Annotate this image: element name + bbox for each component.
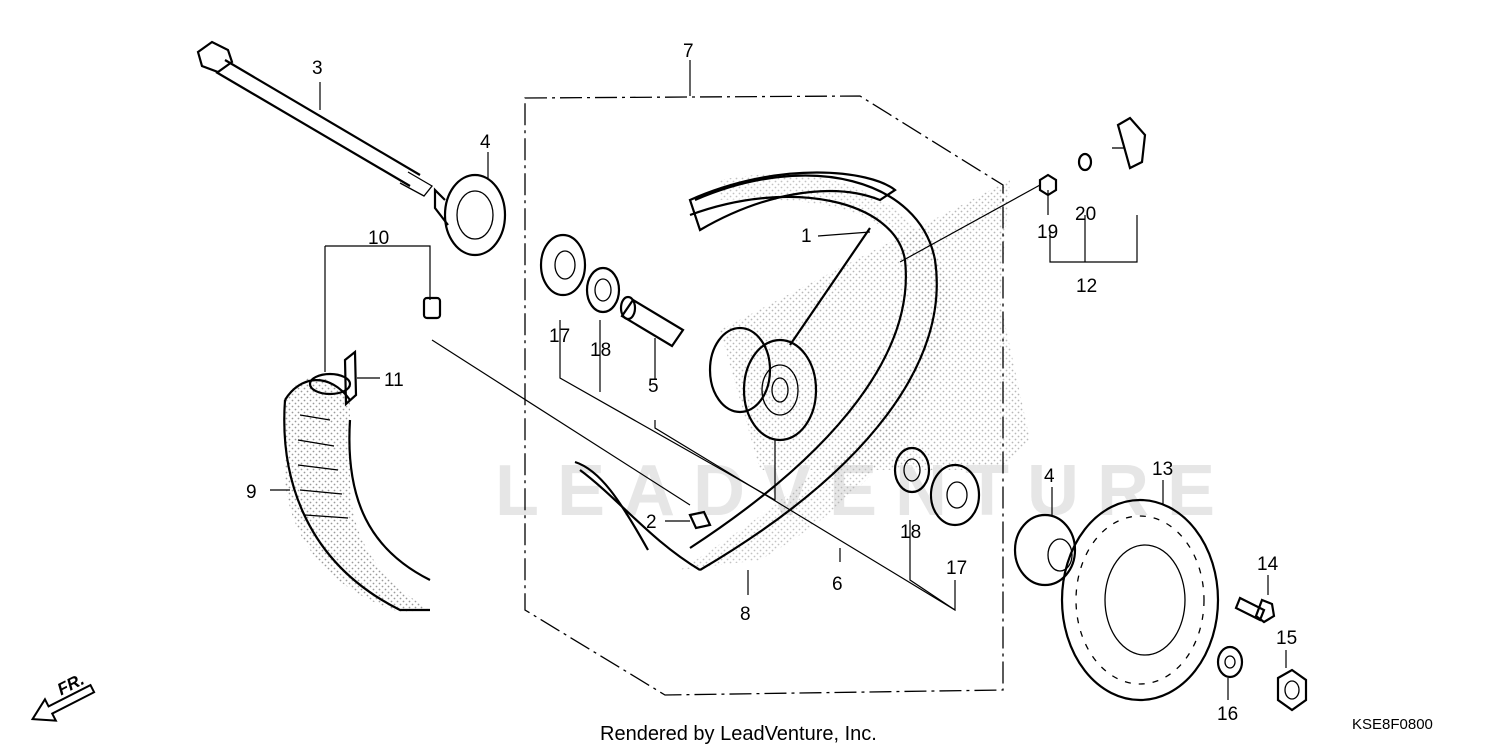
tire-part	[283, 377, 431, 612]
callout-15: 15	[1276, 628, 1297, 649]
front-direction-arrow-icon: FR.	[30, 670, 96, 722]
callout-5: 5	[648, 376, 659, 397]
footer-credit: Rendered by LeadVenture, Inc.	[600, 723, 877, 745]
callout-12: 12	[1076, 276, 1097, 297]
callout-14: 14	[1257, 554, 1279, 575]
nut-part-19	[1038, 173, 1058, 197]
bearing-part-left	[585, 266, 621, 314]
callout-11: 11	[384, 370, 404, 391]
disc-bolt-part	[1234, 596, 1276, 624]
callout-13: 13	[1152, 459, 1173, 480]
callout-8: 8	[740, 604, 751, 625]
callout-1: 1	[801, 226, 812, 247]
leader-lines	[270, 60, 1287, 700]
brake-disc-part	[1060, 498, 1220, 702]
distance-collar-part	[619, 295, 685, 348]
washer-part	[1216, 645, 1244, 679]
callout-4-top: 4	[480, 132, 491, 153]
bearing-part-right	[893, 446, 931, 494]
callout-16: 16	[1217, 704, 1238, 725]
callout-17-left: 17	[549, 326, 570, 347]
callout-18-left: 18	[590, 340, 611, 361]
hub-part	[708, 227, 871, 442]
callout-9: 9	[246, 482, 257, 503]
dust-seal-part-right	[929, 463, 981, 527]
spoke-nipple-part	[688, 510, 712, 530]
callout-20: 20	[1075, 204, 1096, 225]
callout-10: 10	[368, 228, 389, 249]
flange-nut-part	[1276, 668, 1308, 712]
dust-seal-part-left	[539, 233, 587, 297]
callout-6: 6	[832, 574, 843, 595]
washer-part-20	[1077, 152, 1093, 172]
callout-3: 3	[312, 58, 323, 79]
rim-part	[574, 174, 950, 571]
callout-2: 2	[646, 512, 657, 533]
bracket-part-12	[1112, 116, 1147, 170]
callout-18-right: 18	[900, 522, 921, 543]
callout-7: 7	[683, 41, 694, 62]
wheel-assembly-boundary	[524, 95, 1004, 696]
callout-19: 19	[1037, 222, 1058, 243]
callout-17-right: 17	[946, 558, 967, 579]
collar-part-top	[433, 173, 507, 257]
diagram-code: KSE8F0800	[1352, 716, 1433, 733]
callout-4-right: 4	[1044, 466, 1055, 487]
axle-part	[196, 40, 433, 197]
collar-part-right	[1013, 513, 1077, 587]
valve-cap-part	[422, 296, 442, 320]
inner-tube-part	[308, 349, 358, 407]
rim-band-top	[688, 171, 897, 232]
